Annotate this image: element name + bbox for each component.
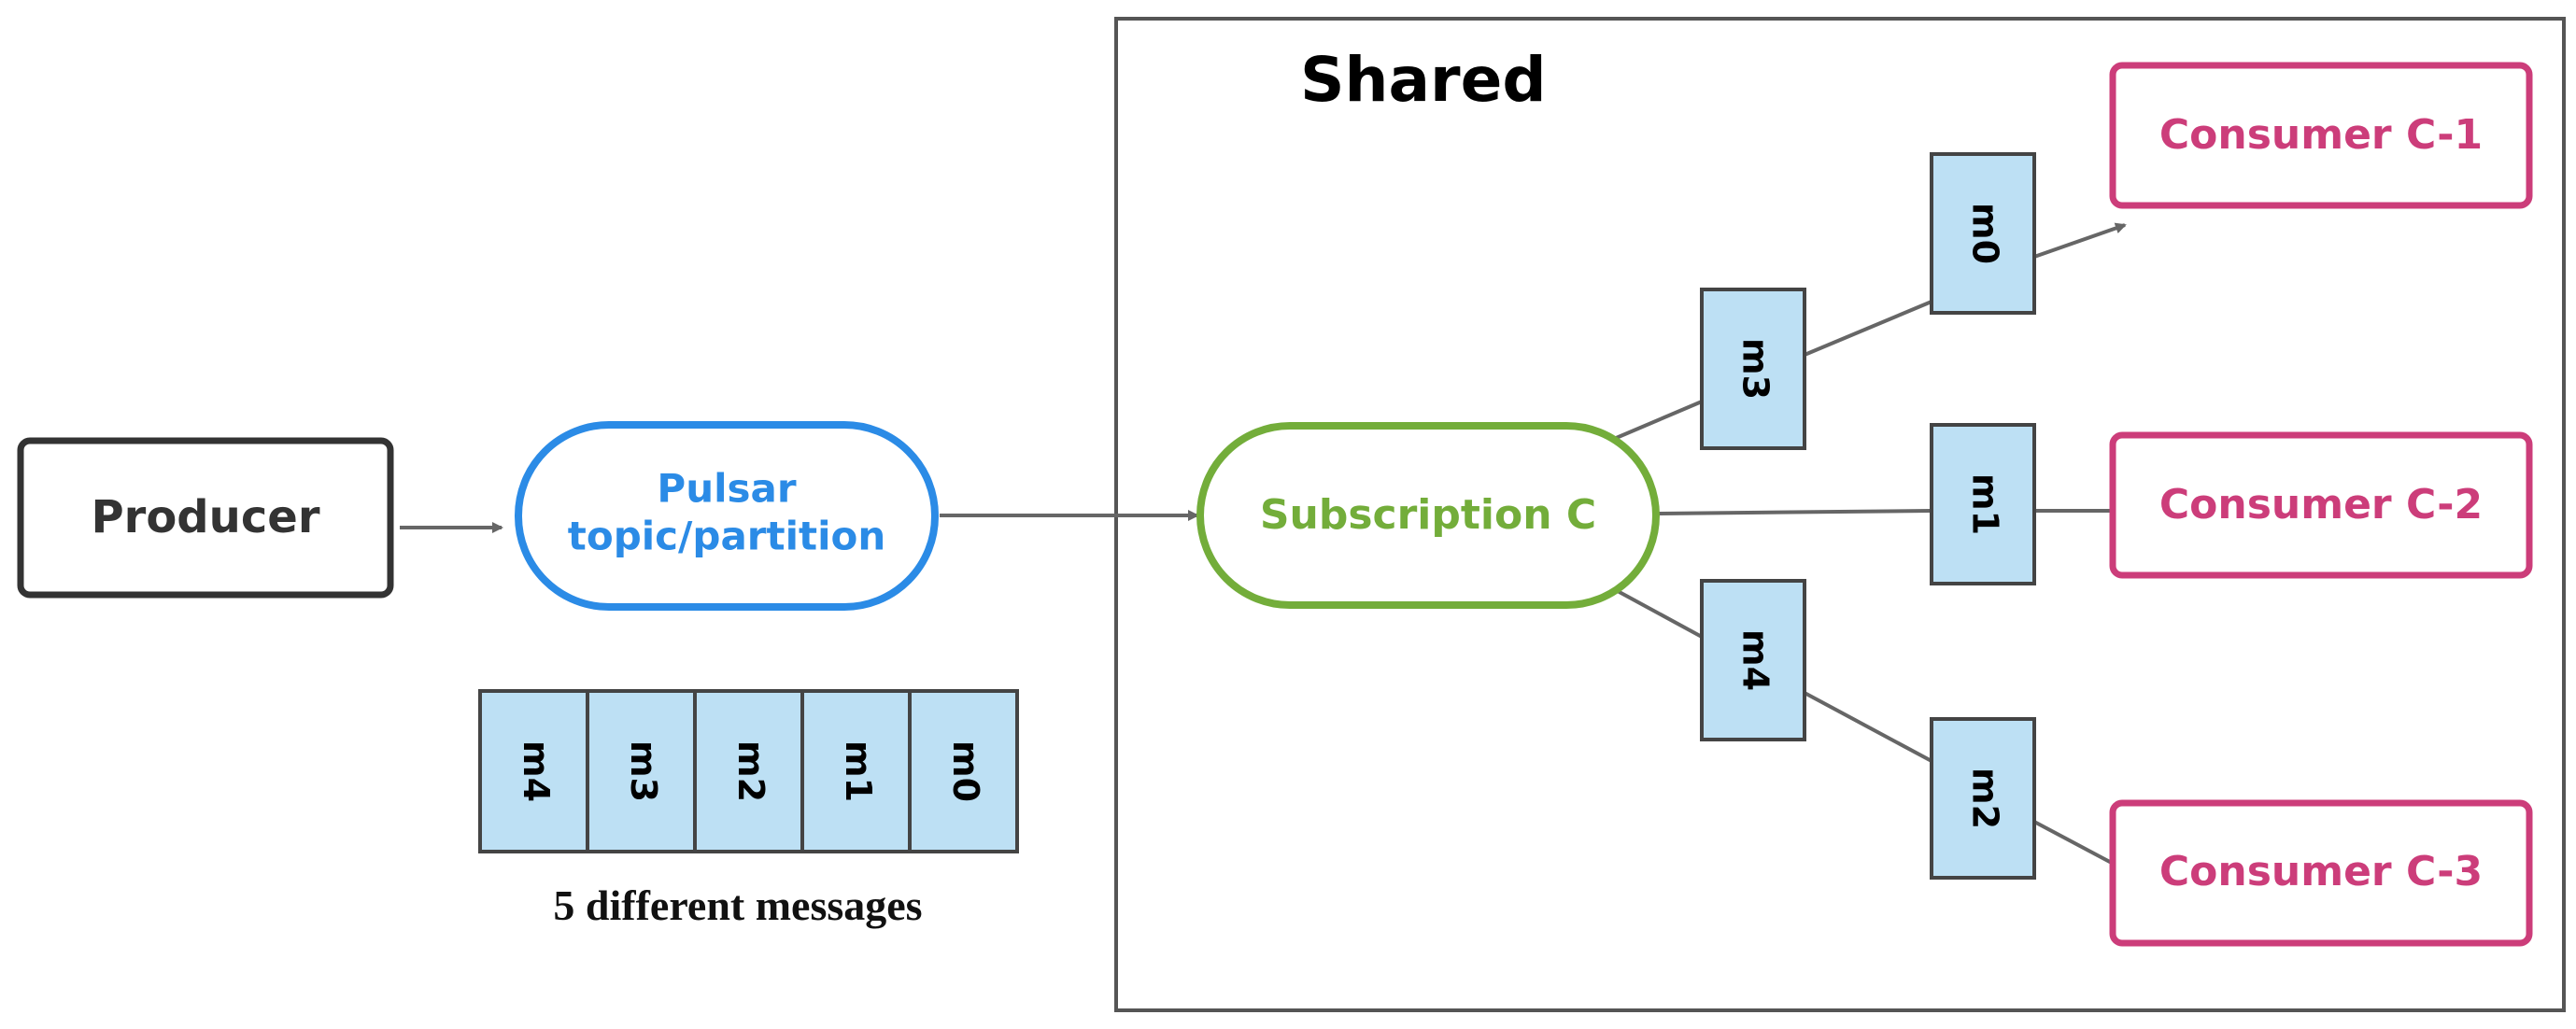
producer-node: Producer	[17, 437, 394, 599]
consumer-c3-node: Consumer C-3	[2109, 799, 2533, 947]
consumer-c2-box	[2109, 431, 2533, 579]
message-queue: m4 m3 m2 m1 m0 5 different messages	[478, 689, 1019, 929]
line-subscription-to-m3	[1613, 400, 1703, 441]
queue-message: m0	[908, 689, 1019, 853]
queue-message: m3	[586, 689, 697, 853]
line-subscription-to-m1	[1658, 509, 1932, 515]
svg-text:m1: m1	[1965, 473, 2006, 535]
consumer-c2-label: Consumer C-2	[2159, 481, 2483, 529]
svg-text:m2: m2	[730, 740, 771, 802]
consumer-c1-label: Consumer C-1	[2159, 111, 2483, 159]
consumer-c1-node: Consumer C-1	[2109, 62, 2533, 209]
topic-label-line1: Pulsar	[657, 466, 796, 512]
topic-node: Pulsar topic/partition	[515, 421, 939, 611]
dispatched-messages: m3 m0 m1 m4 m2	[1700, 152, 2036, 880]
consumer-c3-label: Consumer C-3	[2159, 848, 2483, 895]
message-m4-to-c3: m4	[1700, 579, 1806, 741]
message-m1-to-c2: m1	[1930, 423, 2036, 585]
svg-text:m4: m4	[1735, 629, 1776, 691]
subscription-pill	[1196, 422, 1660, 609]
producer-box	[17, 437, 394, 599]
subscription-label: Subscription C	[1260, 491, 1596, 539]
subscription-node: Subscription C	[1196, 422, 1660, 609]
line-subscription-to-m4	[1615, 588, 1703, 639]
line-m4-to-m2	[1804, 691, 1932, 763]
queue-message: m4	[478, 689, 589, 853]
message-m3-to-c1: m3	[1700, 288, 1806, 450]
consumer-c2-node: Consumer C-2	[2109, 431, 2533, 579]
svg-text:m2: m2	[1965, 768, 2006, 829]
consumer-c3-box	[2109, 799, 2533, 947]
svg-text:m0: m0	[945, 740, 986, 802]
line-m3-to-m0	[1804, 300, 1932, 357]
topic-pill	[515, 421, 939, 611]
topic-label-line2: topic/partition	[568, 514, 885, 559]
message-m0-to-c1: m0	[1930, 152, 2036, 315]
queue-message: m1	[800, 689, 912, 853]
producer-label: Producer	[91, 491, 319, 543]
svg-text:m0: m0	[1965, 203, 2006, 264]
consumer-c1-box	[2109, 62, 2533, 209]
shared-title: Shared	[1300, 44, 1547, 116]
svg-text:m1: m1	[838, 740, 879, 802]
svg-text:m3: m3	[623, 740, 664, 802]
arrow-m0-to-consumer-c1	[2033, 222, 2127, 259]
svg-text:m4: m4	[516, 740, 557, 802]
connectors	[400, 222, 2127, 870]
queue-message: m2	[693, 689, 804, 853]
svg-text:m3: m3	[1735, 338, 1776, 400]
queue-caption: 5 different messages	[553, 881, 922, 929]
message-m2-to-c3: m2	[1930, 717, 2036, 880]
arrow-m2-to-consumer-c3	[2033, 820, 2124, 870]
